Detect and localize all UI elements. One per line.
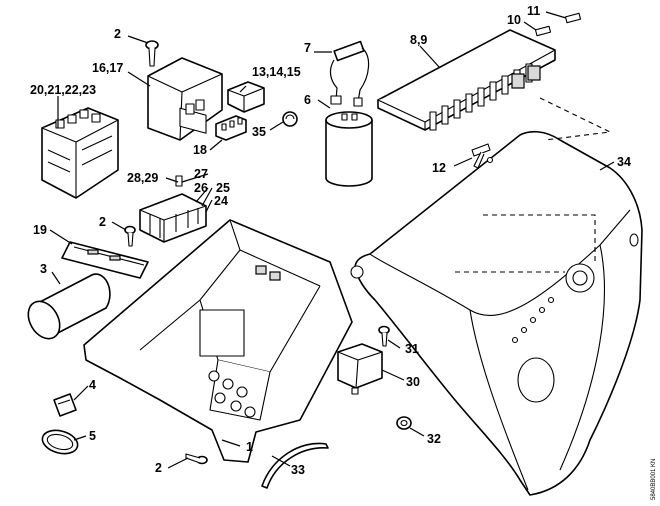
part-labels: 1 2 2 2 3 4 5 6 7 8,9 10 11 12 13,14,15 … — [30, 4, 657, 500]
label-34: 34 — [617, 155, 631, 169]
label-30: 30 — [406, 375, 420, 389]
cable-tie-part-5 — [41, 429, 79, 455]
label-5: 5 — [89, 429, 96, 443]
label-32: 32 — [427, 432, 441, 446]
terminal-block-part-24-29 — [139, 175, 207, 243]
fuse-part-11 — [564, 12, 582, 24]
screw-part-31 — [378, 325, 390, 347]
label-7: 7 — [304, 41, 311, 55]
nut-part-32 — [396, 416, 412, 430]
label-2-middle: 2 — [99, 215, 106, 229]
fuse-part-10 — [534, 25, 552, 37]
label-25: 25 — [216, 181, 230, 195]
label-2-upper: 2 — [114, 27, 121, 41]
label-27: 27 — [194, 167, 208, 181]
relay-part-13-14-15 — [227, 81, 265, 113]
label-19: 19 — [33, 223, 47, 237]
label-28-29: 28,29 — [127, 171, 158, 185]
cable-part-33 — [261, 442, 329, 489]
clip-part-4 — [53, 393, 77, 417]
label-2-lower: 2 — [155, 461, 162, 475]
transformer-part-16-17 — [147, 57, 223, 141]
label-26: 26 — [194, 181, 208, 195]
screw-part-2-lower — [185, 453, 208, 465]
cover-housing-part-34 — [350, 97, 643, 496]
label-24: 24 — [214, 194, 228, 208]
side-code: 5840BB001 KN — [651, 459, 657, 500]
capacitor-part-6 — [325, 111, 373, 187]
holder-part-30 — [337, 343, 383, 395]
label-20-23: 20,21,22,23 — [30, 83, 96, 97]
base-housing-part-1 — [83, 219, 353, 463]
filter-cylinder-part-3 — [27, 273, 111, 340]
contactor-part-20-23 — [41, 107, 119, 199]
label-8-9: 8,9 — [410, 33, 427, 47]
screw-part-2-middle — [124, 225, 136, 247]
label-16-17: 16,17 — [92, 61, 123, 75]
label-31: 31 — [405, 342, 419, 356]
label-1: 1 — [246, 440, 253, 454]
label-11: 11 — [527, 4, 540, 18]
resistor-part-7 — [329, 40, 370, 107]
terminal-strip-part-18 — [215, 115, 247, 141]
grommet-part-35 — [282, 111, 298, 127]
din-rail-part-19 — [61, 241, 149, 279]
label-18: 18 — [193, 143, 207, 157]
label-6: 6 — [304, 93, 311, 107]
label-13-14-15: 13,14,15 — [252, 65, 301, 79]
label-35: 35 — [252, 125, 266, 139]
label-10: 10 — [507, 13, 521, 27]
screw-part-12 — [471, 143, 491, 169]
label-4: 4 — [89, 378, 96, 392]
label-3: 3 — [40, 262, 47, 276]
leader-lines — [49, 11, 615, 469]
label-12: 12 — [432, 161, 446, 175]
screw-part-2-upper — [145, 40, 159, 67]
label-33: 33 — [291, 463, 305, 477]
circuit-board-part-8-9 — [377, 29, 556, 131]
